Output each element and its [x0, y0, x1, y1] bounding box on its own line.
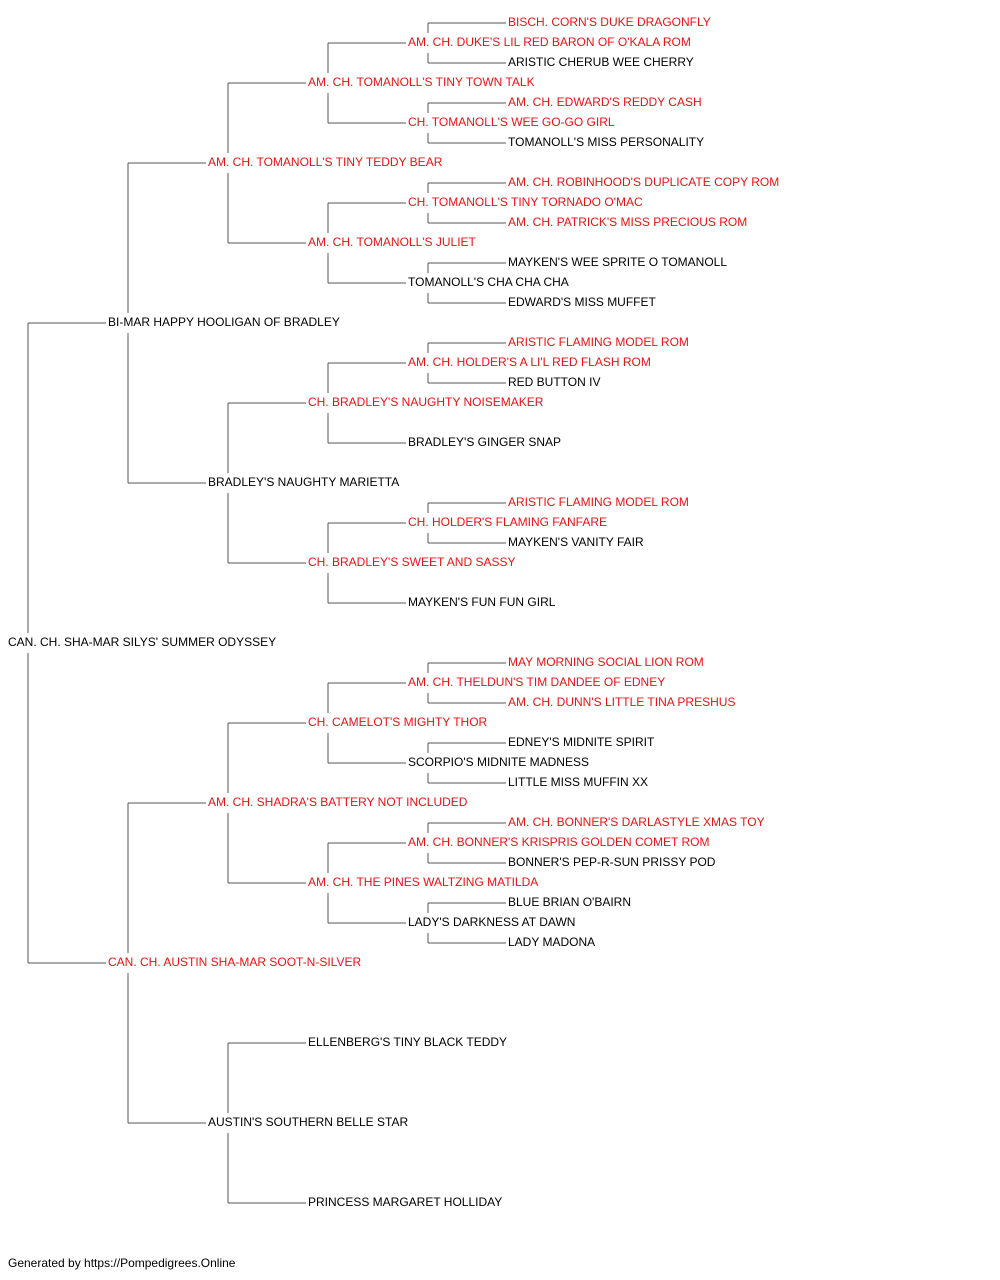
- pedigree-sire-name: AM. CH. BONNER'S KRISPRIS GOLDEN COMET R…: [408, 835, 709, 849]
- pedigree-dam-name: ARISTIC CHERUB WEE CHERRY: [508, 55, 694, 69]
- pedigree-sire-name: ELLENBERG'S TINY BLACK TEDDY: [308, 1035, 507, 1049]
- pedigree-sire-name: AM. CH. SHADRA'S BATTERY NOT INCLUDED: [208, 795, 468, 809]
- pedigree-sire-name: MAYKEN'S WEE SPRITE O TOMANOLL: [508, 255, 727, 269]
- pedigree-sire-name: AM. CH. TOMANOLL'S TINY TOWN TALK: [308, 75, 535, 89]
- pedigree-dam-name: MAYKEN'S VANITY FAIR: [508, 535, 644, 549]
- pedigree-sire-name: AM. CH. HOLDER'S A LI'L RED FLASH ROM: [408, 355, 651, 369]
- pedigree-dam-name: CH. TOMANOLL'S WEE GO-GO GIRL: [408, 115, 615, 129]
- pedigree-sire-name: AM. CH. THELDUN'S TIM DANDEE OF EDNEY: [408, 675, 665, 689]
- pedigree-dam-name: MAYKEN'S FUN FUN GIRL: [408, 595, 556, 609]
- pedigree-dam-name: LADY MADONA: [508, 935, 595, 949]
- pedigree-sire-name: AM. CH. EDWARD'S REDDY CASH: [508, 95, 702, 109]
- pedigree-dam-name: SCORPIO'S MIDNITE MADNESS: [408, 755, 589, 769]
- pedigree-dam-name: TOMANOLL'S CHA CHA CHA: [408, 275, 569, 289]
- pedigree-sire-name: AM. CH. TOMANOLL'S TINY TEDDY BEAR: [208, 155, 443, 169]
- pedigree-sire-name: CH. HOLDER'S FLAMING FANFARE: [408, 515, 607, 529]
- pedigree-dam-name: BRADLEY'S NAUGHTY MARIETTA: [208, 475, 399, 489]
- pedigree-dam-name: CAN. CH. AUSTIN SHA-MAR SOOT-N-SILVER: [108, 955, 361, 969]
- pedigree-sire-name: ARISTIC FLAMING MODEL ROM: [508, 495, 689, 509]
- pedigree-sire-name: CH. BRADLEY'S NAUGHTY NOISEMAKER: [308, 395, 544, 409]
- pedigree-sire-name: CH. CAMELOT'S MIGHTY THOR: [308, 715, 488, 729]
- pedigree-subject-name: CAN. CH. SHA-MAR SILYS' SUMMER ODYSSEY: [8, 635, 276, 649]
- pedigree-dam-name: LADY'S DARKNESS AT DAWN: [408, 915, 575, 929]
- pedigree-dam-name: PRINCESS MARGARET HOLLIDAY: [308, 1195, 502, 1209]
- pedigree-sire-name: AM. CH. ROBINHOOD'S DUPLICATE COPY ROM: [508, 175, 779, 189]
- pedigree-sire-name: BISCH. CORN'S DUKE DRAGONFLY: [508, 15, 711, 29]
- pedigree-dam-name: CH. BRADLEY'S SWEET AND SASSY: [308, 555, 515, 569]
- generator-credit: Generated by https://Pompedigrees.Online: [8, 1256, 236, 1270]
- pedigree-dam-name: LITTLE MISS MUFFIN XX: [508, 775, 648, 789]
- pedigree-sire-name: BI-MAR HAPPY HOOLIGAN OF BRADLEY: [108, 315, 340, 329]
- pedigree-sire-name: ARISTIC FLAMING MODEL ROM: [508, 335, 689, 349]
- pedigree-dam-name: AM. CH. PATRICK'S MISS PRECIOUS ROM: [508, 215, 747, 229]
- pedigree-sire-name: MAY MORNING SOCIAL LION ROM: [508, 655, 704, 669]
- pedigree-sire-name: EDNEY'S MIDNITE SPIRIT: [508, 735, 655, 749]
- pedigree-dam-name: AUSTIN'S SOUTHERN BELLE STAR: [208, 1115, 408, 1129]
- pedigree-sire-name: BLUE BRIAN O'BAIRN: [508, 895, 631, 909]
- pedigree-dam-name: RED BUTTON IV: [508, 375, 600, 389]
- pedigree-dam-name: BRADLEY'S GINGER SNAP: [408, 435, 561, 449]
- pedigree-dam-name: EDWARD'S MISS MUFFET: [508, 295, 657, 309]
- pedigree-sire-name: AM. CH. BONNER'S DARLASTYLE XMAS TOY: [508, 815, 765, 829]
- pedigree-dam-name: AM. CH. TOMANOLL'S JULIET: [308, 235, 477, 249]
- pedigree-dam-name: AM. CH. DUNN'S LITTLE TINA PRESHUS: [508, 695, 735, 709]
- pedigree-dam-name: BONNER'S PEP-R-SUN PRISSY POD: [508, 855, 716, 869]
- pedigree-sire-name: CH. TOMANOLL'S TINY TORNADO O'MAC: [408, 195, 643, 209]
- pedigree-sire-name: AM. CH. DUKE'S LIL RED BARON OF O'KALA R…: [408, 35, 691, 49]
- pedigree-dam-name: AM. CH. THE PINES WALTZING MATILDA: [308, 875, 538, 889]
- pedigree-dam-name: TOMANOLL'S MISS PERSONALITY: [508, 135, 704, 149]
